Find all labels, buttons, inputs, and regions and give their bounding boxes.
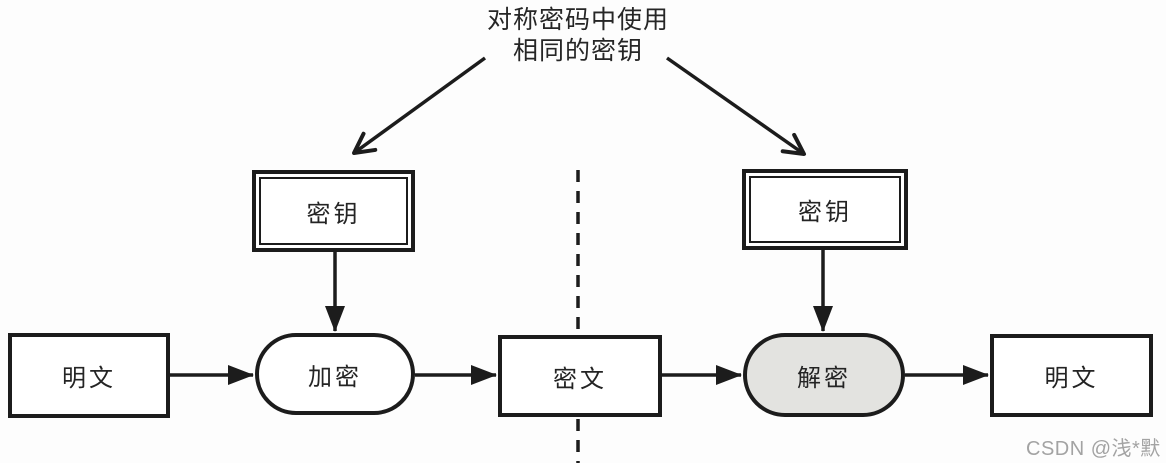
arrow-annotation-to-key-right: [665, 56, 806, 156]
key-box-left-label: 密钥: [259, 177, 408, 245]
encrypt-node: 加密: [255, 333, 415, 415]
annotation-line-2: 相同的密钥: [512, 37, 643, 65]
annotation-same-key: 对称密码中使用 相同的密钥: [438, 5, 718, 67]
arrow-annotation-to-key-left: [352, 56, 487, 155]
key-box-right-label: 密钥: [749, 176, 901, 243]
ciphertext-box: 密文: [498, 335, 662, 417]
csdn-watermark: CSDN @浅*默: [1026, 438, 1161, 460]
plaintext-right-box: 明文: [990, 334, 1153, 417]
plaintext-left-box: 明文: [8, 333, 170, 418]
annotation-line-1: 对称密码中使用: [486, 6, 669, 34]
decrypt-node: 解密: [743, 333, 905, 417]
key-box-right: 密钥: [742, 169, 908, 250]
key-box-left: 密钥: [252, 170, 415, 252]
